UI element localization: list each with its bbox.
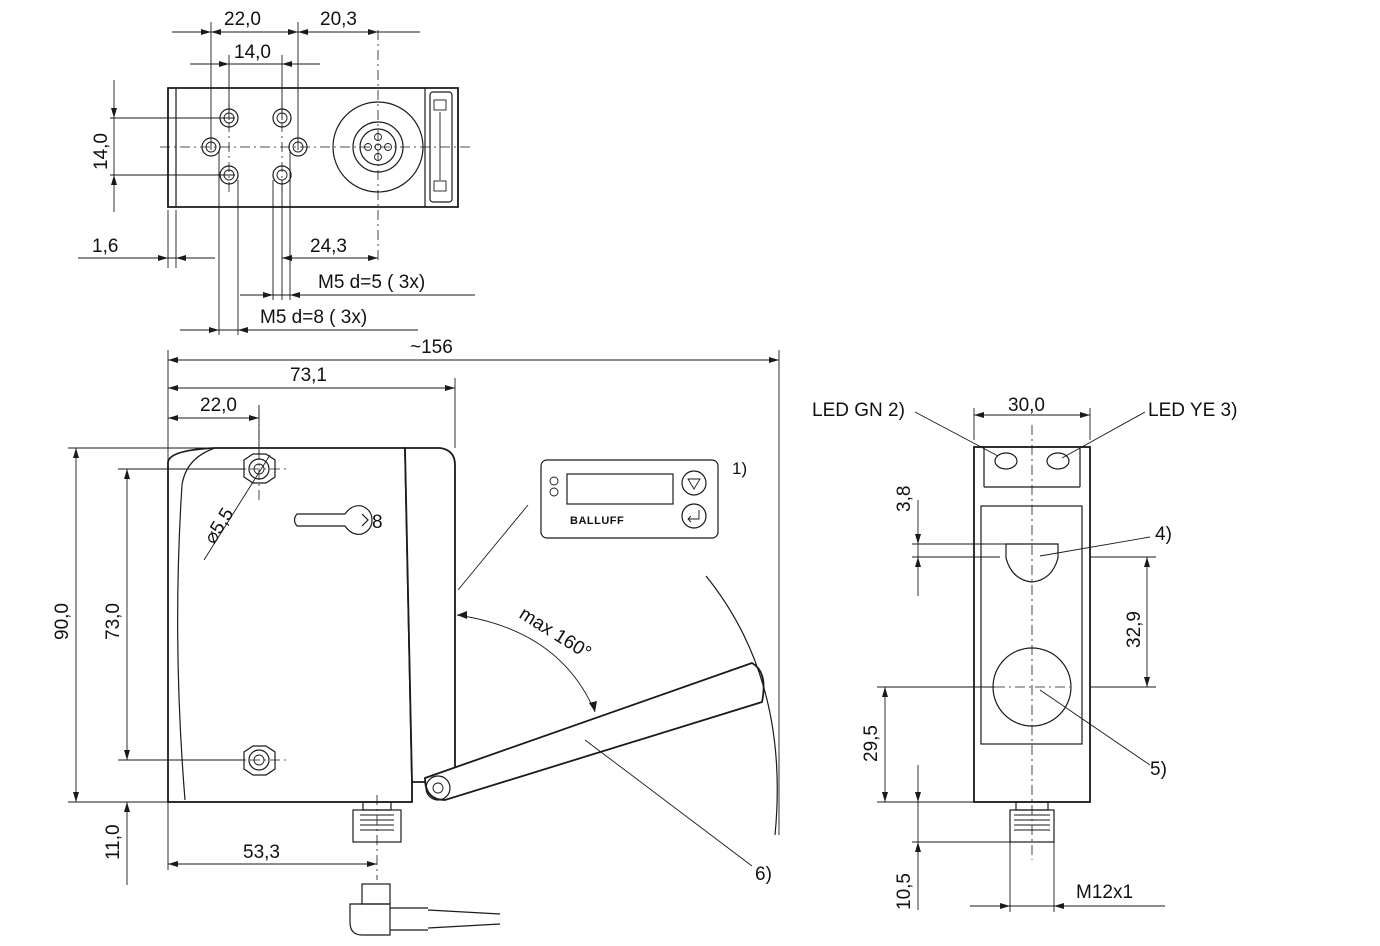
dim-top-1-6: 1,6: [92, 236, 118, 257]
thread-m5-d5: M5 d=5 ( 3x): [318, 272, 425, 293]
down-button-icon: [681, 470, 707, 496]
dim-top-14-pitch: 14,0: [234, 42, 271, 63]
dim-side-10-5: 10,5: [894, 873, 915, 910]
callout-6: 6): [755, 864, 772, 885]
front-view: 8 ⌀5,5 max 160°: [52, 337, 780, 936]
thread-m12: M12x1: [1076, 882, 1133, 903]
wrench-icon: [293, 505, 373, 535]
swing-arm: [424, 662, 765, 801]
dim-side-29-5: 29,5: [861, 725, 882, 762]
dim-overall-length: ~156: [410, 337, 453, 358]
dim-front-22: 22,0: [200, 395, 237, 416]
dim-top-20-3: 20,3: [320, 9, 357, 30]
display-panel: BALLUFF 1): [540, 459, 747, 539]
dim-side-32-9: 32,9: [1124, 611, 1145, 648]
dim-connector-53-3: 53,3: [243, 842, 280, 863]
dim-bottom-11: 11,0: [103, 824, 124, 860]
callout-led-ye: LED YE 3): [1148, 400, 1237, 421]
callout-led-gn: LED GN 2): [812, 400, 905, 421]
dim-top-22: 22,0: [224, 9, 261, 30]
dim-side-30: 30,0: [1008, 395, 1045, 416]
wrench-size-label: 8: [372, 512, 383, 533]
side-view: 30,0 LED GN 2) LED YE 3) 3,8 4) 32,9 29,…: [812, 395, 1237, 912]
callout-5: 5): [1150, 759, 1167, 780]
dim-top-24-3: 24,3: [310, 236, 347, 257]
dim-height-90: 90,0: [52, 603, 73, 640]
dim-hole-spacing-73: 73,0: [103, 603, 124, 640]
dim-side-3-8: 3,8: [894, 486, 915, 512]
dim-top-14-height: 14,0: [91, 133, 112, 170]
led-yellow: [1046, 452, 1070, 470]
brand-logo: BALLUFF: [570, 515, 624, 527]
enter-button-icon: [681, 503, 707, 529]
swing-angle-label: max 160°: [515, 603, 594, 663]
callout-4: 4): [1155, 524, 1172, 545]
dim-length-73-1: 73,1: [290, 365, 327, 386]
callout-1: 1): [732, 459, 747, 478]
thread-m5-d8: M5 d=8 ( 3x): [260, 307, 367, 328]
top-view: 22,0 20,3 14,0 14,0 1,6 24,3 M5 d=5 ( 3x…: [78, 9, 475, 335]
angled-plug: [349, 883, 501, 936]
led-green: [994, 452, 1018, 470]
